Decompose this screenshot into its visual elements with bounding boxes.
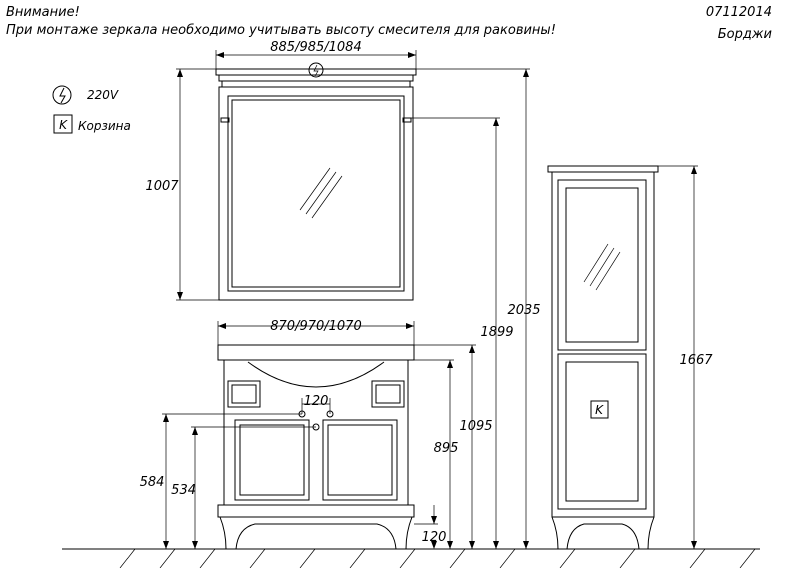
- dim-faucet-spacing: 120: [304, 394, 329, 409]
- cabinet-upper-door: [557, 179, 647, 351]
- legend: 220V K Корзина: [52, 85, 131, 134]
- floor: [62, 548, 760, 568]
- dim-cabinet-height: 1667: [679, 353, 713, 368]
- dim-vanity-body-height: 895: [434, 441, 459, 456]
- vanity-body: [223, 359, 409, 506]
- vanity-legs: [219, 516, 413, 550]
- basket-icon: [53, 114, 73, 134]
- dim-mirror-bottom-height: 1899: [480, 325, 513, 340]
- left-drawer: [227, 380, 261, 408]
- cabinet-basket-icon: [590, 400, 609, 419]
- mirror-frame: [218, 86, 414, 301]
- basket-legend: K Корзина: [53, 114, 131, 134]
- dim-outlet-height-1: 584: [140, 475, 165, 490]
- dim-total-height: 2035: [507, 303, 540, 318]
- cabinet-body: [551, 171, 655, 518]
- power-outlet-legend: 220V: [52, 85, 119, 105]
- dim-vanity-top-height: 1095: [459, 419, 492, 434]
- basket-label: Корзина: [78, 119, 131, 133]
- cabinet-lower-door: [557, 353, 647, 510]
- mirror-power-icon: [308, 62, 324, 78]
- dimension-lines: 885/985/1084 1007 870/970/1070 120 584 5…: [140, 40, 713, 549]
- basket-symbol: K: [59, 118, 68, 132]
- mirror: [215, 62, 417, 301]
- sink-top: [217, 344, 415, 361]
- mirror-glass: [231, 99, 401, 288]
- doc-code: 07112014: [706, 5, 772, 20]
- right-drawer: [371, 380, 405, 408]
- dim-mirror-height: 1007: [145, 179, 179, 194]
- vanity: [217, 344, 415, 550]
- cabinet-legs: [551, 516, 655, 550]
- basin: [247, 361, 385, 388]
- dim-leg-height: 120: [422, 530, 447, 545]
- left-door: [234, 419, 310, 501]
- power-label: 220V: [87, 88, 119, 102]
- warning-title: Внимание!: [6, 5, 80, 20]
- tall-cabinet: K: [547, 165, 659, 550]
- power-icon: [52, 85, 72, 105]
- dim-outlet-height-2: 534: [171, 483, 196, 498]
- cabinet-basket-symbol: K: [595, 403, 604, 417]
- right-door: [322, 419, 398, 501]
- dim-vanity-width: 870/970/1070: [270, 319, 361, 334]
- warning-text: При монтаже зеркала необходимо учитывать…: [6, 23, 556, 38]
- dim-mirror-width: 885/985/1084: [270, 40, 361, 55]
- series-name: Борджи: [718, 27, 772, 42]
